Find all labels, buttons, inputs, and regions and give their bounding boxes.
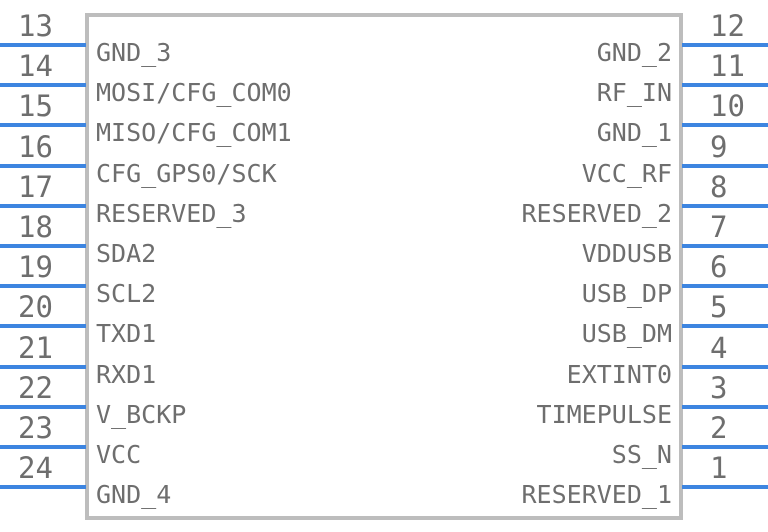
pin-number-12: 12 <box>710 9 745 43</box>
pin-number-3: 3 <box>710 370 728 405</box>
pin-label-rxd1: RXD1 <box>96 359 157 389</box>
pin-line-6 <box>682 284 768 289</box>
pin-label-gnd-3: GND_3 <box>96 38 172 67</box>
pin-number-7: 7 <box>710 210 728 244</box>
pin-line-24 <box>0 485 86 490</box>
pin-label-rf-in: RF_IN <box>596 78 672 108</box>
pin-label-gnd-1: GND_1 <box>596 118 672 148</box>
pin-line-15 <box>0 123 86 128</box>
pin-line-17 <box>0 203 86 208</box>
pin-label-miso-cfg-com1: MISO/CFG_COM1 <box>96 118 292 148</box>
pin-number-13: 13 <box>18 9 53 43</box>
pin-line-20 <box>0 324 86 329</box>
pin-number-8: 8 <box>710 169 728 204</box>
pin-number-16: 16 <box>18 129 53 164</box>
pin-number-9: 9 <box>710 129 728 164</box>
pin-number-5: 5 <box>710 290 728 325</box>
pin-line-12 <box>682 43 768 47</box>
pin-number-6: 6 <box>710 250 728 285</box>
pin-line-5 <box>682 324 768 329</box>
pin-line-14 <box>0 83 86 88</box>
pin-label-gnd-4: GND_4 <box>96 480 172 510</box>
pin-line-21 <box>0 364 86 369</box>
pin-line-23 <box>0 445 86 449</box>
pin-line-19 <box>0 284 86 289</box>
pin-line-1 <box>682 485 768 490</box>
pin-line-9 <box>682 163 768 168</box>
pin-label-reserved-3: RESERVED_3 <box>96 198 247 228</box>
pin-line-22 <box>0 404 86 409</box>
pin-label-timepulse: TIMEPULSE <box>536 399 672 429</box>
pin-label-vcc-rf: VCC_RF <box>581 158 672 188</box>
pin-line-3 <box>682 404 768 409</box>
pin-label-vcc: VCC <box>96 440 142 469</box>
pin-number-18: 18 <box>18 210 53 244</box>
pin-number-20: 20 <box>18 290 53 325</box>
pin-label-usb-dp: USB_DP <box>581 279 672 309</box>
pin-line-18 <box>0 244 86 248</box>
pin-line-10 <box>682 123 768 128</box>
pin-label-reserved-2: RESERVED_2 <box>521 198 672 228</box>
pin-label-gnd-2: GND_2 <box>596 38 672 67</box>
pin-line-13 <box>0 43 86 47</box>
pin-number-4: 4 <box>710 330 728 365</box>
pin-number-22: 22 <box>18 370 53 405</box>
pin-number-23: 23 <box>18 411 53 445</box>
pin-number-2: 2 <box>710 411 728 445</box>
pin-line-7 <box>682 244 768 248</box>
component-body-outline <box>85 13 683 520</box>
pin-label-v-bckp: V_BCKP <box>96 399 187 429</box>
pin-number-14: 14 <box>18 49 53 84</box>
pin-label-sda2: SDA2 <box>96 239 157 268</box>
pin-label-usb-dm: USB_DM <box>581 319 672 349</box>
pin-number-15: 15 <box>18 89 53 124</box>
pin-number-21: 21 <box>18 330 53 365</box>
pin-label-reserved-1: RESERVED_1 <box>521 480 672 510</box>
pin-number-19: 19 <box>18 250 53 285</box>
pin-line-11 <box>682 83 768 88</box>
pin-line-2 <box>682 445 768 449</box>
pin-number-17: 17 <box>18 169 53 204</box>
pin-label-scl2: SCL2 <box>96 279 157 309</box>
pin-label-vddusb: VDDUSB <box>581 239 672 268</box>
pin-line-16 <box>0 163 86 168</box>
pin-line-4 <box>682 364 768 369</box>
pin-number-11: 11 <box>710 49 745 84</box>
pin-label-mosi-cfg-com0: MOSI/CFG_COM0 <box>96 78 292 108</box>
pin-label-ss-n: SS_N <box>611 440 672 469</box>
pin-label-extint0: EXTINT0 <box>566 359 672 389</box>
pin-number-24: 24 <box>18 451 53 486</box>
pin-number-10: 10 <box>710 89 745 124</box>
pin-line-8 <box>682 203 768 208</box>
pin-label-txd1: TXD1 <box>96 319 157 349</box>
pin-label-cfg-gps0-sck: CFG_GPS0/SCK <box>96 158 277 188</box>
pin-number-1: 1 <box>710 451 728 486</box>
